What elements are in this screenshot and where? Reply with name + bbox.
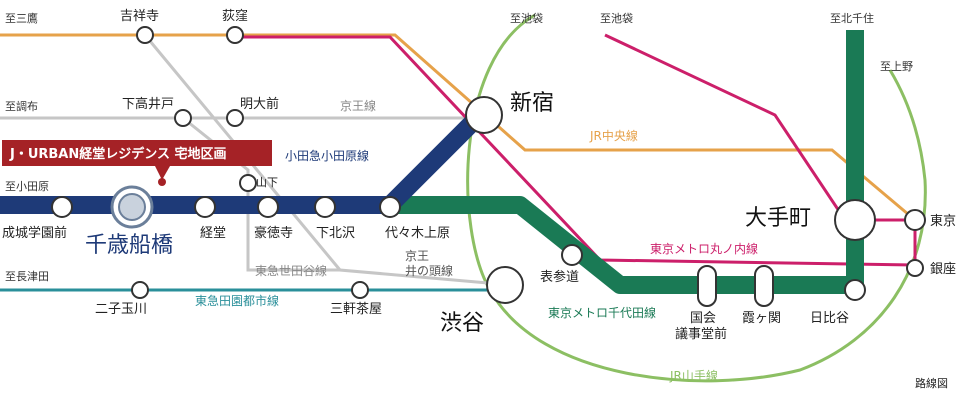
station-marker-kasumigaseki — [754, 265, 774, 307]
label-gotokuji: 豪徳寺 — [254, 225, 293, 241]
station-marker-seijogakuenmae — [51, 196, 73, 218]
label-chitosefunabashi: 千歳船橋 — [85, 233, 173, 258]
label-otemachi: 大手町 — [745, 206, 811, 231]
station-marker-kichijoji — [136, 26, 154, 44]
label-line-inokashira: 京王井の頭線 — [405, 249, 453, 278]
dir-chofu: 至調布 — [5, 99, 38, 113]
highlight-label: J・URBAN経堂レジデンス 宅地区画 — [9, 146, 227, 162]
label-line-denentoshi: 東急田園都市線 — [195, 293, 279, 308]
station-marker-yamashita — [239, 174, 257, 192]
station-marker-chitosefunabashi-inner — [118, 193, 146, 221]
label-line-keio: 京王線 — [340, 98, 376, 113]
station-marker-shimokitazawa — [314, 196, 336, 218]
station-marker-shinjuku — [465, 96, 503, 134]
station-marker-hibiya — [844, 279, 866, 301]
station-marker-omotesando — [561, 244, 583, 266]
dir-kitasenju: 至北千住 — [830, 11, 874, 25]
label-line-setagaya: 東急世田谷線 — [255, 263, 327, 278]
dir-odawara: 至小田原 — [5, 180, 49, 193]
station-marker-kyodo — [194, 196, 216, 218]
station-marker-ginza — [906, 259, 924, 277]
station-marker-otemachi — [834, 199, 876, 241]
label-tokyo: 東京 — [930, 213, 956, 229]
station-marker-shimotakaido — [174, 109, 192, 127]
label-line-chiyoda: 東京メトロ千代田線 — [548, 305, 656, 320]
station-marker-tokyo — [904, 209, 926, 231]
station-marker-meidaimae — [226, 109, 244, 127]
label-shimokitazawa: 下北沢 — [316, 226, 355, 241]
station-marker-shibuya — [486, 266, 524, 304]
label-kyodo: 経堂 — [200, 226, 226, 241]
label-yamashita: 山下 — [256, 176, 278, 189]
label-line-yamanote: JR山手線 — [669, 368, 718, 383]
label-kokkaigijidomae: 国会議事堂前 — [675, 311, 727, 342]
major-station-markers — [465, 96, 876, 304]
dir-ueno: 至上野 — [880, 60, 913, 73]
label-shibuya: 渋谷 — [440, 311, 484, 336]
label-seijogakuenmae: 成城学園前 — [2, 225, 67, 241]
station-marker-kokkaigijidomae — [697, 265, 717, 307]
dir-mitaka: 至三鷹 — [5, 11, 38, 25]
label-omotesando: 表参道 — [540, 269, 579, 285]
label-hibiya: 日比谷 — [810, 311, 849, 326]
station-marker-yoyogiuehara — [379, 196, 401, 218]
label-ogikubo: 荻窪 — [222, 8, 248, 24]
label-yoyogiuehara: 代々木上原 — [385, 226, 450, 241]
label-shinjuku: 新宿 — [510, 91, 554, 116]
footer-label: 路線図 — [915, 376, 948, 390]
label-line-marunouchi: 東京メトロ丸ノ内線 — [650, 241, 758, 256]
label-ginza: 銀座 — [930, 262, 956, 277]
station-marker-gotokuji — [257, 196, 279, 218]
line-yamanote — [466, 13, 927, 383]
dir-ikebukuro-1: 至池袋 — [510, 11, 543, 25]
highlight-box — [2, 140, 272, 166]
label-meidaimae: 明大前 — [240, 96, 279, 112]
label-line-jr-chuo: JR中央線 — [589, 128, 638, 143]
dir-nagatsuta: 至長津田 — [5, 270, 49, 283]
station-markers — [51, 26, 926, 307]
highlight-pointer — [155, 166, 170, 180]
label-kasumigaseki: 霞ヶ関 — [742, 311, 781, 326]
line-chiyoda — [390, 30, 864, 294]
station-marker-sangenjaya — [351, 281, 369, 299]
highlight-dot — [158, 178, 166, 186]
label-shimotakaido: 下高井戸 — [122, 96, 174, 112]
line-marunouchi — [235, 35, 916, 267]
label-line-odakyu: 小田急小田原線 — [285, 148, 369, 163]
label-kichijoji: 吉祥寺 — [120, 9, 159, 24]
dir-ikebukuro-2: 至池袋 — [600, 11, 633, 25]
label-sangenjaya: 三軒茶屋 — [330, 301, 382, 317]
station-marker-ogikubo — [226, 26, 244, 44]
station-marker-futakotamagawa — [131, 281, 149, 299]
label-futakotamagawa: 二子玉川 — [95, 302, 147, 317]
